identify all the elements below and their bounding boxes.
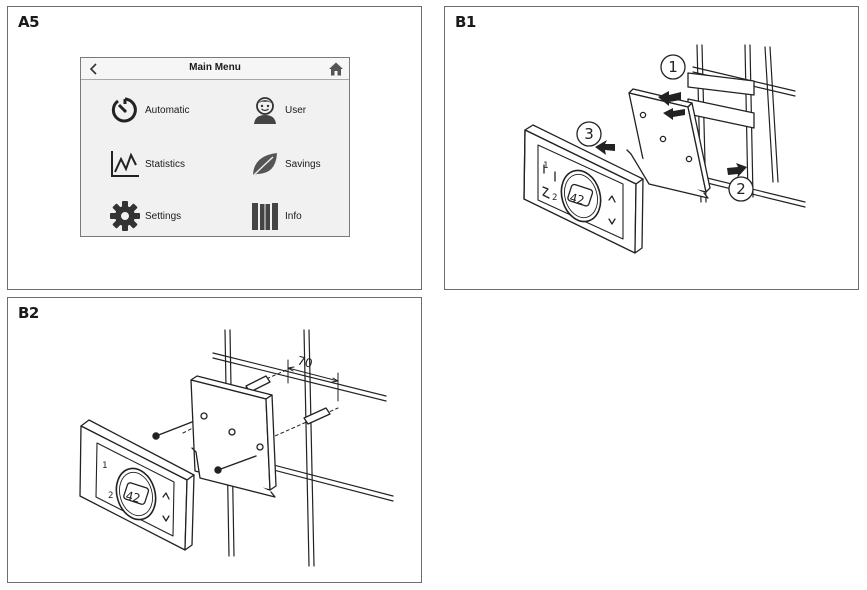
- panel-b1: B1: [444, 6, 859, 290]
- screen-title: Main Menu: [189, 62, 241, 73]
- mounting-hole: [200, 412, 264, 451]
- screen-header: Main Menu: [81, 58, 349, 80]
- panel-label-b2: B2: [18, 304, 39, 322]
- mounting-plate: [190, 375, 277, 498]
- panel-a5: A5 Main Menu Automatic: [7, 6, 422, 290]
- menu-label: Settings: [145, 210, 182, 222]
- info-icon: [252, 203, 278, 230]
- dimension-label: 70: [296, 353, 314, 370]
- menu-label: Automatic: [145, 104, 190, 116]
- wall-mount-exploded-drawing: 1 2 3 42 1 2: [523, 44, 806, 254]
- menu-label: Statistics: [145, 158, 186, 170]
- thermostat-device: [79, 419, 195, 551]
- wall-mount-screw-drawing: 70 42 1 2: [79, 329, 394, 567]
- thermostat-device: [523, 124, 644, 254]
- panel-label-a5: A5: [18, 13, 40, 31]
- menu-item-statistics[interactable]: Statistics: [109, 146, 185, 182]
- statistics-icon: [111, 151, 139, 177]
- main-menu-screen: Main Menu Automatic: [80, 57, 350, 237]
- mounting-hole: [639, 111, 693, 163]
- leaf-icon: [252, 153, 277, 177]
- side-number-2: 2: [552, 193, 557, 203]
- step-number-2: 2: [736, 180, 746, 198]
- menu-label: User: [285, 104, 307, 116]
- wire-strip: [687, 72, 755, 129]
- menu-item-info[interactable]: Info: [249, 198, 302, 234]
- display-value: 42: [124, 489, 141, 506]
- display-value: 42: [568, 191, 585, 208]
- panel-b2: B2: [7, 297, 422, 583]
- panel-label-b1: B1: [455, 13, 476, 31]
- step-number-3: 3: [584, 125, 594, 143]
- side-number-2: 2: [108, 491, 113, 501]
- step-circle-1: [660, 54, 686, 80]
- menu-label: Info: [285, 210, 302, 222]
- menu-label: Savings: [285, 158, 321, 170]
- user-icon: [254, 97, 276, 124]
- timer-icon: [111, 97, 137, 123]
- menu-item-user[interactable]: User: [249, 92, 306, 128]
- menu-item-settings[interactable]: Settings: [109, 198, 181, 234]
- menu-item-automatic[interactable]: Automatic: [109, 92, 189, 128]
- home-icon[interactable]: [328, 61, 344, 77]
- step-circle-3: [576, 121, 602, 147]
- gear-icon: [110, 201, 140, 231]
- back-chevron-icon[interactable]: [86, 60, 102, 78]
- side-number-1: 1: [102, 461, 107, 471]
- menu-item-savings[interactable]: Savings: [249, 146, 321, 182]
- step-number-1: 1: [668, 58, 678, 76]
- direction-arrow: [595, 91, 747, 178]
- side-number-1: 1: [543, 161, 548, 171]
- step-circle-2: [728, 176, 754, 202]
- screw: [152, 421, 257, 474]
